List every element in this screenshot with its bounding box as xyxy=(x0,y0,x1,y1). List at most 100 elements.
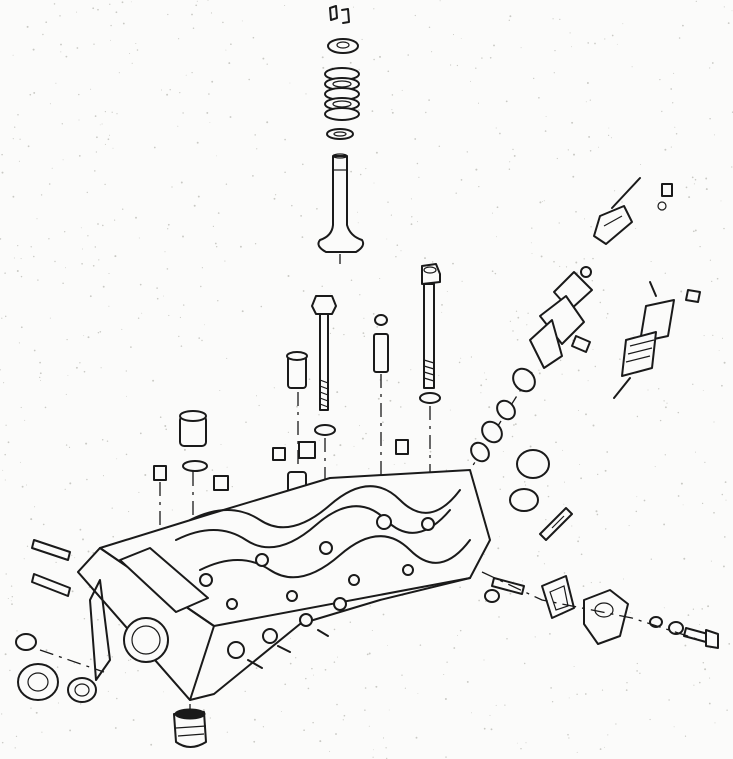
paper-speck xyxy=(49,103,51,105)
paper-speck xyxy=(252,175,254,177)
paper-speck xyxy=(614,190,616,192)
paper-speck xyxy=(466,151,468,153)
paper-speck xyxy=(118,624,120,626)
paper-speck xyxy=(60,51,62,53)
paper-speck xyxy=(492,212,493,214)
paper-speck xyxy=(75,366,78,369)
paper-speck xyxy=(48,238,50,240)
paper-speck xyxy=(200,285,202,288)
paper-speck xyxy=(182,235,184,238)
paper-speck xyxy=(108,305,110,307)
paper-speck xyxy=(616,43,618,45)
paper-speck xyxy=(512,148,514,151)
paper-speck xyxy=(410,198,412,200)
paper-speck xyxy=(224,260,226,262)
paper-speck xyxy=(344,405,347,408)
paper-speck xyxy=(443,673,445,676)
paper-speck xyxy=(364,687,367,689)
paper-speck xyxy=(457,635,459,637)
paper-speck xyxy=(585,413,587,416)
paper-speck xyxy=(330,292,332,294)
paper-speck xyxy=(87,235,89,237)
spring-retainer xyxy=(327,38,359,54)
paper-speck xyxy=(45,649,48,652)
paper-speck xyxy=(523,662,526,665)
paper-speck xyxy=(439,0,441,2)
paper-speck xyxy=(132,719,135,721)
paper-speck xyxy=(704,461,706,463)
paper-speck xyxy=(619,358,621,360)
paper-speck xyxy=(606,451,609,453)
paper-speck xyxy=(239,245,242,248)
paper-speck xyxy=(64,488,66,490)
paper-speck xyxy=(357,211,359,213)
paper-speck xyxy=(16,270,19,272)
paper-speck xyxy=(358,109,360,111)
paper-speck xyxy=(99,331,102,333)
paper-speck xyxy=(209,717,211,719)
paper-speck xyxy=(559,18,561,21)
paper-speck xyxy=(7,441,10,444)
paper-speck xyxy=(169,89,171,91)
paper-speck xyxy=(197,195,200,198)
paper-speck xyxy=(393,464,395,465)
spring-seat xyxy=(326,128,354,140)
paper-speck xyxy=(663,523,666,526)
paper-speck xyxy=(179,92,181,94)
paper-speck xyxy=(410,223,413,226)
paper-speck xyxy=(626,682,628,684)
sealing-washers xyxy=(470,367,536,463)
paper-speck xyxy=(337,656,338,658)
paper-speck xyxy=(116,113,118,115)
paper-speck xyxy=(15,735,18,738)
paper-speck xyxy=(74,557,76,559)
paper-speck xyxy=(55,82,57,84)
paper-speck xyxy=(4,653,7,656)
paper-speck xyxy=(100,367,102,369)
paper-speck xyxy=(520,747,522,750)
paper-speck xyxy=(527,312,529,314)
paper-speck xyxy=(606,317,608,319)
paper-speck xyxy=(553,260,555,263)
paper-speck xyxy=(324,668,327,671)
paper-speck xyxy=(625,689,628,691)
paper-speck xyxy=(358,69,360,71)
paper-speck xyxy=(716,277,719,280)
paper-speck xyxy=(226,731,228,733)
paper-speck xyxy=(371,110,374,112)
studs xyxy=(31,507,573,603)
paper-speck xyxy=(82,538,84,541)
paper-speck xyxy=(720,200,722,202)
paper-speck xyxy=(287,275,290,277)
paper-speck xyxy=(379,277,381,280)
paper-speck xyxy=(20,406,22,409)
paper-speck xyxy=(404,462,406,464)
paper-speck xyxy=(699,624,701,625)
paper-speck xyxy=(83,335,85,337)
paper-speck xyxy=(589,150,592,152)
paper-speck xyxy=(104,143,106,145)
paper-speck xyxy=(121,328,123,330)
paper-speck xyxy=(152,379,155,382)
coolant-outlet-housing xyxy=(583,589,629,645)
paper-speck xyxy=(694,178,697,181)
paper-speck xyxy=(307,687,310,690)
paper-speck xyxy=(571,525,573,527)
paper-speck xyxy=(1,153,3,156)
paper-speck xyxy=(30,707,32,709)
paper-speck xyxy=(111,111,113,113)
paper-speck xyxy=(372,749,374,751)
paper-speck xyxy=(636,415,639,418)
paper-speck xyxy=(540,255,543,258)
paper-speck xyxy=(122,208,124,210)
paper-speck xyxy=(373,182,375,184)
paper-speck xyxy=(42,523,45,526)
paper-speck xyxy=(210,12,213,14)
paper-speck xyxy=(69,482,72,485)
paper-speck xyxy=(5,424,7,426)
paper-speck xyxy=(695,451,696,453)
paper-speck xyxy=(19,138,21,140)
paper-speck xyxy=(563,503,565,505)
paper-speck xyxy=(167,223,170,226)
paper-speck xyxy=(554,49,556,52)
